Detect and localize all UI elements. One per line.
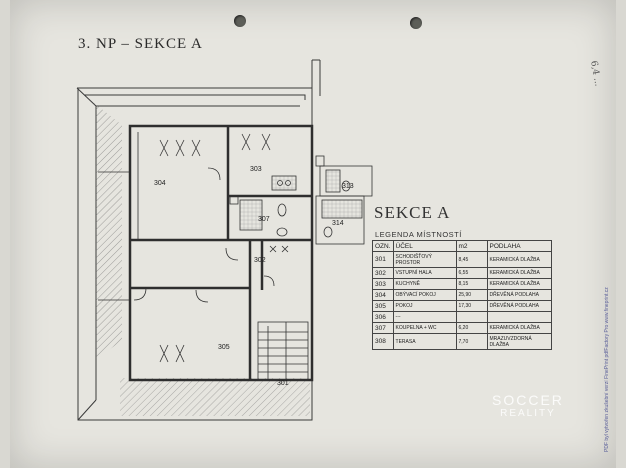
table-row: 307 KOUPELNA + WC 6,20 KERAMICKÁ DLAŽBA bbox=[372, 322, 552, 334]
legend-num: 308 bbox=[372, 333, 394, 350]
legend-num: 305 bbox=[372, 300, 394, 312]
legend-floor: DŘEVĚNÁ PODLAHA bbox=[486, 300, 552, 312]
pdf-note: PDF byl vytvořen zkušební verzí FinePrin… bbox=[604, 287, 610, 452]
legend-purpose: KUCHYNĚ bbox=[392, 278, 457, 290]
legend-header-row: OZN. ÚČEL m2 PODLAHA bbox=[372, 240, 552, 252]
legend-purpose: SCHODIŠŤOVÝ PROSTOR bbox=[392, 251, 457, 268]
legend-floor: KERAMICKÁ DLAŽBA bbox=[486, 251, 552, 268]
legend-header-num: OZN. bbox=[372, 240, 394, 252]
table-row: 306 --- bbox=[372, 311, 552, 323]
legend-header-purpose: ÚČEL bbox=[392, 240, 457, 252]
table-row: 308 TERASA 7,70 MRAZUVZDORNÁ DLAŽBA bbox=[372, 333, 552, 350]
legend-floor: KERAMICKÁ DLAŽBA bbox=[486, 322, 552, 334]
legend-purpose: VSTUPNÍ HALA bbox=[392, 267, 457, 279]
legend-floor bbox=[486, 311, 552, 323]
room-label-307: 307 bbox=[258, 216, 270, 223]
room-label-305: 305 bbox=[218, 344, 230, 351]
room-label-302: 302 bbox=[254, 257, 266, 264]
legend-purpose: --- bbox=[392, 311, 457, 323]
legend-area: 7,70 bbox=[455, 333, 488, 350]
legend-floor: KERAMICKÁ DLAŽBA bbox=[486, 267, 552, 279]
watermark-brand: SOCCER bbox=[492, 392, 564, 408]
room-label-303: 303 bbox=[250, 166, 262, 173]
table-row: 303 KUCHYNĚ 8,15 KERAMICKÁ DLAŽBA bbox=[372, 278, 552, 290]
legend-title: LEGENDA MÍSTNOSTÍ bbox=[375, 230, 462, 239]
room-legend-table: OZN. ÚČEL m2 PODLAHA 301 SCHODIŠŤOVÝ PRO… bbox=[372, 240, 552, 350]
legend-purpose: KOUPELNA + WC bbox=[392, 322, 457, 334]
legend-purpose: OBÝVACÍ POKOJ bbox=[392, 289, 457, 301]
legend-num: 306 bbox=[372, 311, 394, 323]
legend-num: 301 bbox=[372, 251, 394, 268]
legend-area: 6,55 bbox=[455, 267, 488, 279]
legend-num: 302 bbox=[372, 267, 394, 279]
legend-area bbox=[455, 311, 488, 323]
legend-floor: KERAMICKÁ DLAŽBA bbox=[486, 278, 552, 290]
punch-hole bbox=[234, 15, 246, 27]
legend-num: 304 bbox=[372, 289, 394, 301]
legend-floor: MRAZUVZDORNÁ DLAŽBA bbox=[486, 333, 552, 350]
room-label-301: 301 bbox=[277, 380, 289, 387]
table-row: 305 POKOJ 17,30 DŘEVĚNÁ PODLAHA bbox=[372, 300, 552, 312]
legend-area: 8,15 bbox=[455, 278, 488, 290]
legend-area: 8,45 bbox=[455, 251, 488, 268]
legend-area: 25,90 bbox=[455, 289, 488, 301]
legend-area: 17,30 bbox=[455, 300, 488, 312]
room-label-304: 304 bbox=[154, 180, 166, 187]
room-label-314: 314 bbox=[332, 220, 344, 227]
legend-area: 6,20 bbox=[455, 322, 488, 334]
watermark-logo: SOCCER REALITY bbox=[492, 392, 564, 419]
page-title: 3. NP – SEKCE A bbox=[78, 36, 203, 52]
legend-header-floor: PODLAHA bbox=[486, 240, 552, 252]
legend-purpose: POKOJ bbox=[392, 300, 457, 312]
room-label-313: 313 bbox=[342, 183, 354, 190]
punch-hole bbox=[410, 17, 422, 29]
legend-floor: DŘEVĚNÁ PODLAHA bbox=[486, 289, 552, 301]
table-row: 302 VSTUPNÍ HALA 6,55 KERAMICKÁ DLAŽBA bbox=[372, 267, 552, 279]
legend-num: 303 bbox=[372, 278, 394, 290]
section-heading: SEKCE A bbox=[374, 203, 451, 222]
table-row: 304 OBÝVACÍ POKOJ 25,90 DŘEVĚNÁ PODLAHA bbox=[372, 289, 552, 301]
legend-purpose: TERASA bbox=[392, 333, 457, 350]
legend-header-area: m2 bbox=[455, 240, 488, 252]
table-row: 301 SCHODIŠŤOVÝ PROSTOR 8,45 KERAMICKÁ D… bbox=[372, 251, 552, 268]
watermark-sub: REALITY bbox=[500, 408, 556, 419]
legend-num: 307 bbox=[372, 322, 394, 334]
